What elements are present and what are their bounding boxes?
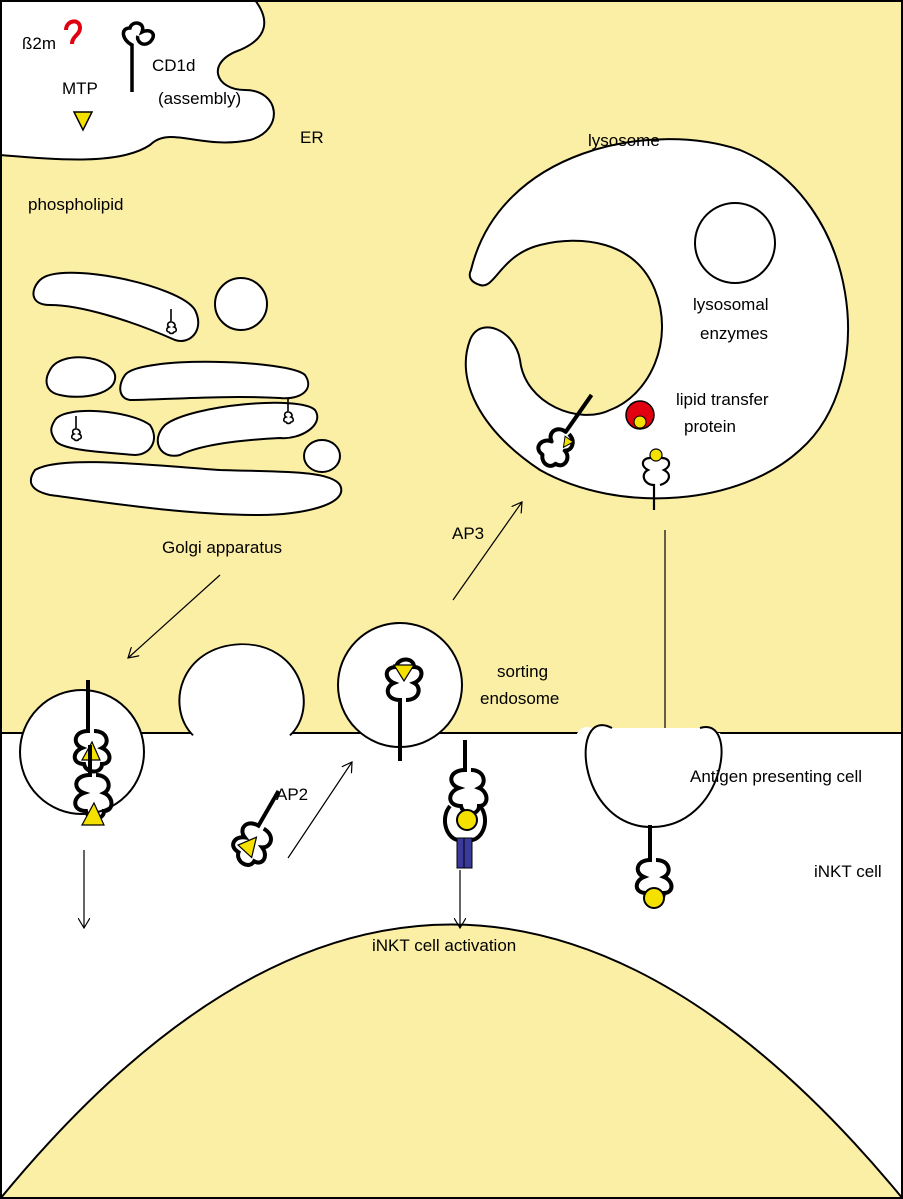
b2m-label: ß2m <box>22 34 56 53</box>
lysosomal-enzymes-label-1: lysosomal <box>693 295 769 314</box>
phospholipid-label: phospholipid <box>28 195 123 214</box>
golgi-label: Golgi apparatus <box>162 538 282 557</box>
cd1d-label: CD1d <box>152 56 195 75</box>
mtp-label: MTP <box>62 79 98 98</box>
lipid-transfer-label-1: lipid transfer <box>676 390 769 409</box>
sorting-label-2: endosome <box>480 689 559 708</box>
lipid-transfer-label-2: protein <box>684 417 736 436</box>
lysosomal-enzymes-label-2: enzymes <box>700 324 768 343</box>
er-label: ER <box>300 128 324 147</box>
ap2-label: AP2 <box>276 785 308 804</box>
apc-label: Antigen presenting cell <box>690 767 862 786</box>
ap3-label: AP3 <box>452 524 484 543</box>
inkt-cell-label: iNKT cell <box>814 862 882 881</box>
lysosome-label: lysosome <box>588 131 660 150</box>
lysosomal-vesicle <box>695 203 775 283</box>
lipid-icon <box>634 416 646 428</box>
assembly-label: (assembly) <box>158 89 241 108</box>
inkt-activation-label: iNKT cell activation <box>372 936 516 955</box>
sorting-label-1: sorting <box>497 662 548 681</box>
